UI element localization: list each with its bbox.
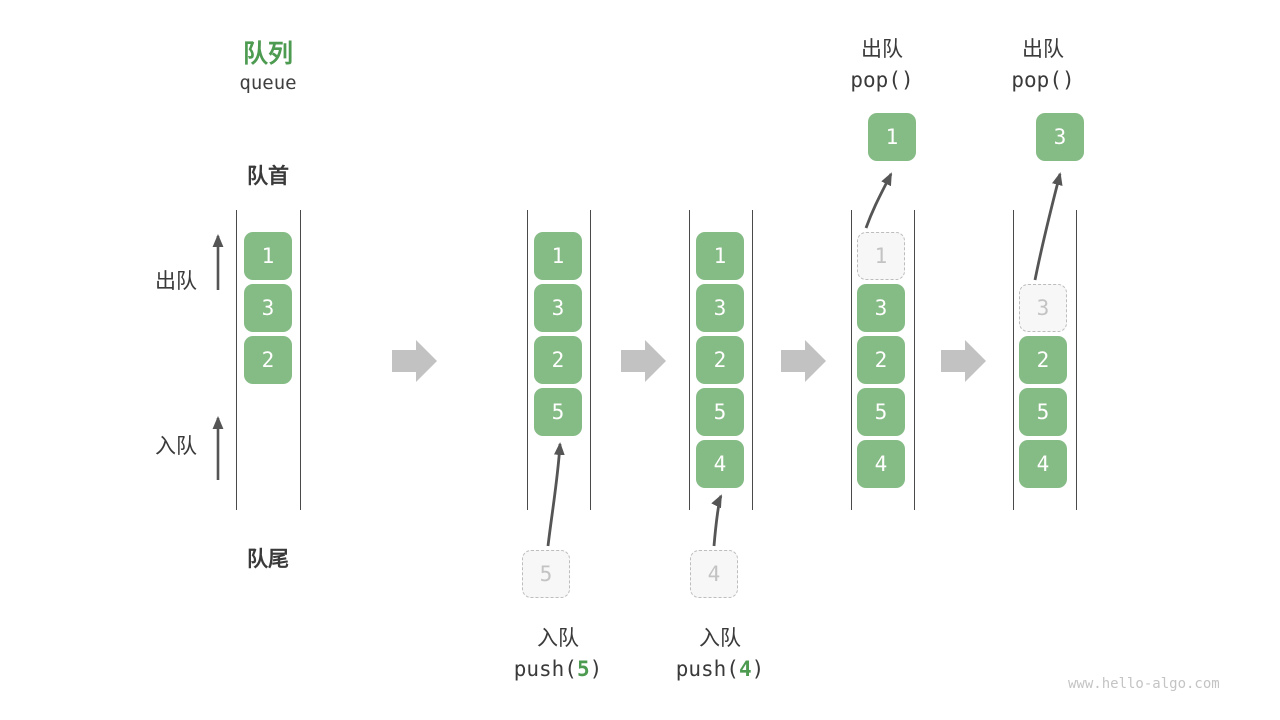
push-5-label-cn: 入队	[537, 627, 579, 650]
queue-cell: 2	[534, 336, 582, 384]
queue-cell: 5	[1019, 388, 1067, 436]
watermark: www.hello-algo.com	[1068, 676, 1220, 692]
queue-tail-label: 队尾	[247, 548, 289, 571]
rail-left-step-2	[527, 210, 529, 510]
push-4-arrow	[711, 494, 723, 547]
queue-cell: 1	[696, 232, 744, 280]
popped-cell: 3	[1036, 113, 1084, 161]
rail-left-step-1	[236, 210, 238, 510]
enqueue-direction-label: 入队	[155, 435, 197, 458]
flow-arrow	[621, 340, 666, 382]
queue-cell: 3	[857, 284, 905, 332]
push-5-value: 5	[576, 657, 590, 681]
queue-cell: 5	[857, 388, 905, 436]
rail-right-step-3	[752, 210, 754, 510]
queue-cell-new: 5	[534, 388, 582, 436]
pop-1-arrow	[864, 172, 893, 229]
push-5-arrow	[546, 442, 565, 547]
queue-cell: 2	[1019, 336, 1067, 384]
rail-right-step-5	[1076, 210, 1078, 510]
push-4-label-code: push(4)	[650, 657, 790, 681]
rail-right-step-1	[300, 210, 302, 510]
queue-cell: 3	[696, 284, 744, 332]
queue-cell-new: 4	[696, 440, 744, 488]
popped-cell: 1	[868, 113, 916, 161]
push-4-suffix: )	[751, 657, 765, 681]
push-4-value: 4	[738, 657, 752, 681]
queue-cell: 4	[857, 440, 905, 488]
queue-cell: 2	[244, 336, 292, 384]
queue-cell: 2	[857, 336, 905, 384]
pop-3-label-code: pop()	[1011, 68, 1075, 92]
queue-cell: 1	[244, 232, 292, 280]
queue-cell: 4	[1019, 440, 1067, 488]
queue-cell: 3	[244, 284, 292, 332]
push-5-prefix: push(	[513, 657, 577, 681]
rail-left-step-4	[851, 210, 853, 510]
push-5-label-code: push(5)	[488, 657, 628, 681]
rail-left-step-3	[689, 210, 691, 510]
pop-1-label-code: pop()	[850, 68, 914, 92]
dequeue-direction-label: 出队	[155, 270, 197, 293]
flow-arrow	[781, 340, 826, 382]
push-5-suffix: )	[589, 657, 603, 681]
queue-cell: 5	[696, 388, 744, 436]
queue-head-label: 队首	[247, 165, 289, 188]
rail-right-step-4	[914, 210, 916, 510]
queue-cell: 1	[534, 232, 582, 280]
flow-arrow	[941, 340, 986, 382]
push-4-label-cn: 入队	[699, 627, 741, 650]
flow-arrow	[392, 340, 437, 382]
pop-3-arrow	[1033, 172, 1063, 281]
incoming-ghost-cell: 4	[690, 550, 738, 598]
queue-title-en: queue	[239, 72, 297, 94]
rail-right-step-2	[590, 210, 592, 510]
popped-ghost-cell: 3	[1019, 284, 1067, 332]
pop-1-label-cn: 出队	[861, 38, 903, 61]
popped-ghost-cell: 1	[857, 232, 905, 280]
push-4-prefix: push(	[675, 657, 739, 681]
incoming-ghost-cell: 5	[522, 550, 570, 598]
queue-title-cn: 队列	[242, 40, 293, 68]
pop-3-label-cn: 出队	[1022, 38, 1064, 61]
queue-cell: 2	[696, 336, 744, 384]
queue-cell: 3	[534, 284, 582, 332]
rail-left-step-5	[1013, 210, 1015, 510]
